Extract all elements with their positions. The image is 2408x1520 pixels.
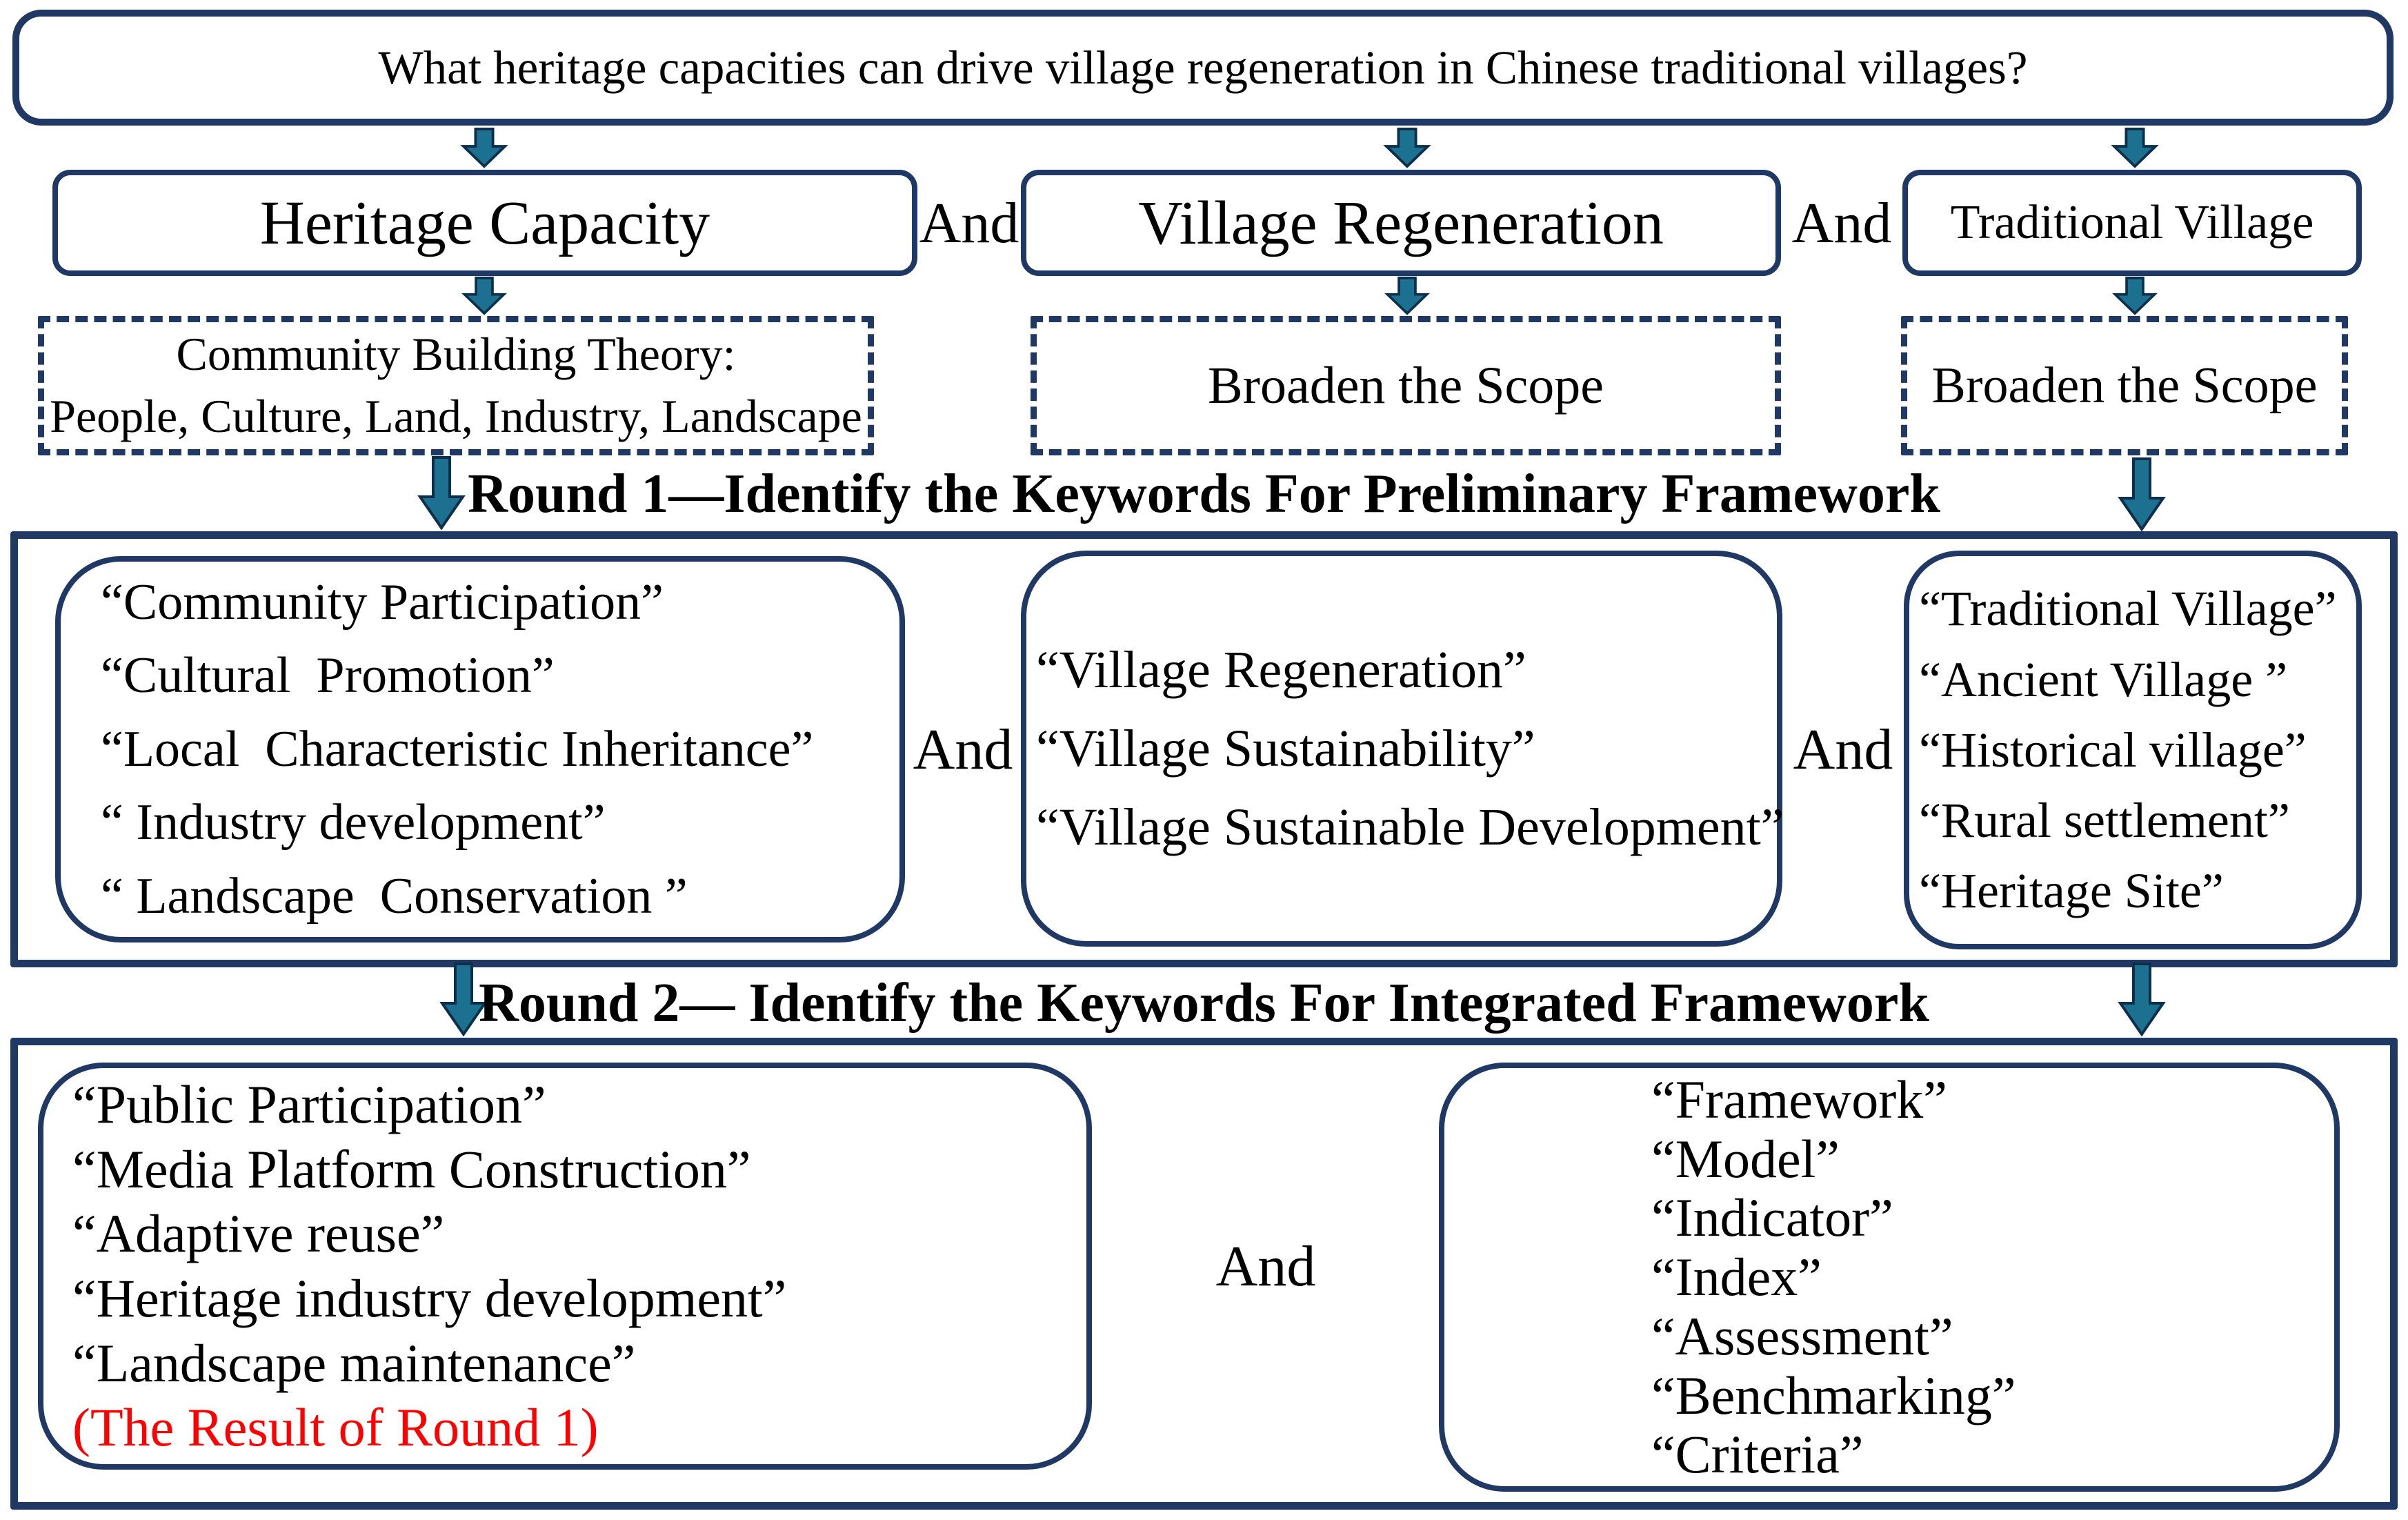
and-label: And xyxy=(913,717,1013,782)
round1-result-note: (The Result of Round 1) xyxy=(72,1397,599,1458)
dashed-box-broaden-scope-village: Broaden the Scope xyxy=(1901,316,2348,455)
keyword-item: “Historical village” xyxy=(1919,722,2307,778)
down-arrow-icon xyxy=(439,962,488,1036)
keyword-item: “Local Characteristic Inheritance” xyxy=(101,720,814,778)
keyword-item: “Benchmarking” xyxy=(1651,1365,2016,1425)
and-label: And xyxy=(919,190,1019,255)
keyword-item: “Heritage industry development” xyxy=(72,1268,787,1328)
research-question-box: What heritage capacities can drive villa… xyxy=(12,10,2394,126)
keyword-item: “Community Participation” xyxy=(101,573,664,631)
keyword-item: “Framework” xyxy=(1651,1069,1947,1129)
keyword-item: “Village Sustainable Development” xyxy=(1036,798,1784,856)
round2-title: Round 2— Identify the Keywords For Integ… xyxy=(479,972,1929,1034)
dashed-box-broaden-scope-regeneration: Broaden the Scope xyxy=(1031,316,1781,455)
concept-box-village-regeneration: Village Regeneration xyxy=(1021,170,1781,276)
keyword-item: “Public Participation” xyxy=(72,1074,546,1135)
down-arrow-icon xyxy=(1383,127,1431,168)
round1-title: Round 1—Identify the Keywords For Prelim… xyxy=(468,463,1940,524)
keyword-item: “Traditional Village” xyxy=(1919,581,2337,637)
down-arrow-icon xyxy=(417,455,466,530)
keyword-item: “Media Platform Construction” xyxy=(72,1138,751,1199)
keyword-item: “Village Sustainability” xyxy=(1036,720,1535,778)
down-arrow-icon xyxy=(460,276,508,315)
community-building-line2: People, Culture, Land, Industry, Landsca… xyxy=(50,390,862,442)
dashed-box-community-building-theory: Community Building Theory: People, Cultu… xyxy=(38,316,874,455)
keyword-box-traditional-village: “Traditional Village” “Ancient Village ”… xyxy=(1904,551,2362,949)
keyword-item: “Ancient Village ” xyxy=(1919,651,2288,707)
keyword-box-village-regeneration: “Village Regeneration” “Village Sustaina… xyxy=(1021,551,1784,947)
keyword-box-round1-results: “Public Participation” “Media Platform C… xyxy=(38,1063,1092,1470)
down-arrow-icon xyxy=(2111,276,2159,315)
keyword-item: “ Industry development” xyxy=(101,794,606,851)
keyword-box-framework-terms: “Framework” “Model” “Indicator” “Index” … xyxy=(1439,1063,2340,1492)
keyword-item: “Landscape maintenance” xyxy=(72,1332,636,1393)
community-building-line1: Community Building Theory: xyxy=(176,328,736,381)
keyword-box-heritage-capacity: “Community Participation” “Cultural Prom… xyxy=(55,556,905,942)
concept-box-traditional-village: Traditional Village xyxy=(1902,170,2362,276)
down-arrow-icon xyxy=(1383,276,1431,315)
concept-box-heritage-capacity: Heritage Capacity xyxy=(52,170,917,276)
keyword-item: “Heritage Site” xyxy=(1919,863,2224,919)
keyword-item: “Assessment” xyxy=(1651,1305,1953,1366)
and-label: And xyxy=(1215,1234,1316,1299)
keyword-item: “Index” xyxy=(1651,1247,1822,1307)
down-arrow-icon xyxy=(460,127,508,168)
research-question-text: What heritage capacities can drive villa… xyxy=(378,41,2028,94)
keyword-item: “Cultural Promotion” xyxy=(101,647,555,704)
down-arrow-icon xyxy=(2118,457,2166,531)
keyword-item: “Criteria” xyxy=(1651,1424,1864,1485)
keyword-item: “Village Regeneration” xyxy=(1036,641,1526,699)
down-arrow-icon xyxy=(2111,127,2159,168)
down-arrow-icon xyxy=(2118,962,2166,1036)
keyword-item: “Adaptive reuse” xyxy=(72,1203,445,1264)
keyword-item: “ Landscape Conservation ” xyxy=(101,867,688,925)
keyword-item: “Model” xyxy=(1651,1128,1840,1189)
and-label: And xyxy=(1791,190,1892,255)
and-label: And xyxy=(1793,717,1893,782)
concept-label: Village Regeneration xyxy=(1138,188,1664,257)
keyword-item: “Rural settlement” xyxy=(1919,793,2290,849)
concept-label: Traditional Village xyxy=(1950,196,2314,249)
concept-label: Heritage Capacity xyxy=(259,188,710,257)
keyword-item: “Indicator” xyxy=(1651,1187,1893,1248)
